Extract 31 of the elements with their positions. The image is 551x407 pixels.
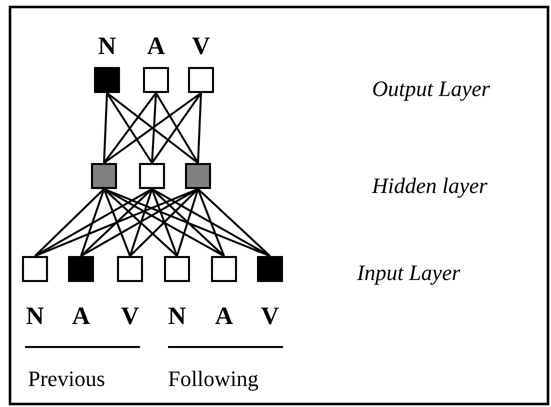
unit-label: V — [260, 304, 280, 329]
layer-label: Input Layer — [357, 261, 460, 285]
unit-label: N — [166, 304, 188, 329]
connection-line — [34, 188, 152, 257]
unit-label: N — [24, 304, 46, 329]
layer-label: Output Layer — [372, 77, 490, 101]
connection-line — [129, 188, 153, 256]
connection-line — [197, 188, 225, 256]
connection-line — [197, 188, 271, 257]
connection-line — [103, 188, 178, 257]
unit-label: V — [120, 304, 140, 329]
connection-line — [152, 188, 270, 257]
unit-label: A — [70, 304, 92, 329]
connection-line — [151, 92, 157, 164]
connection-line — [80, 188, 153, 257]
connection-line — [34, 188, 105, 257]
connection-line — [151, 188, 225, 257]
connection-line — [103, 188, 131, 256]
connection-line — [80, 188, 105, 256]
unit-label: A — [214, 304, 234, 329]
unit-label: V — [190, 34, 212, 59]
connection-line — [129, 188, 199, 257]
group-label: Previous — [28, 367, 105, 391]
unit-label: N — [96, 34, 118, 59]
layer-label: Hidden layer — [372, 174, 488, 198]
connection-line — [151, 188, 178, 256]
group-label: Following — [168, 367, 258, 391]
unit-label: A — [146, 34, 166, 59]
connection-line — [176, 188, 199, 256]
connection-line — [197, 92, 202, 164]
connection-line — [103, 92, 108, 164]
